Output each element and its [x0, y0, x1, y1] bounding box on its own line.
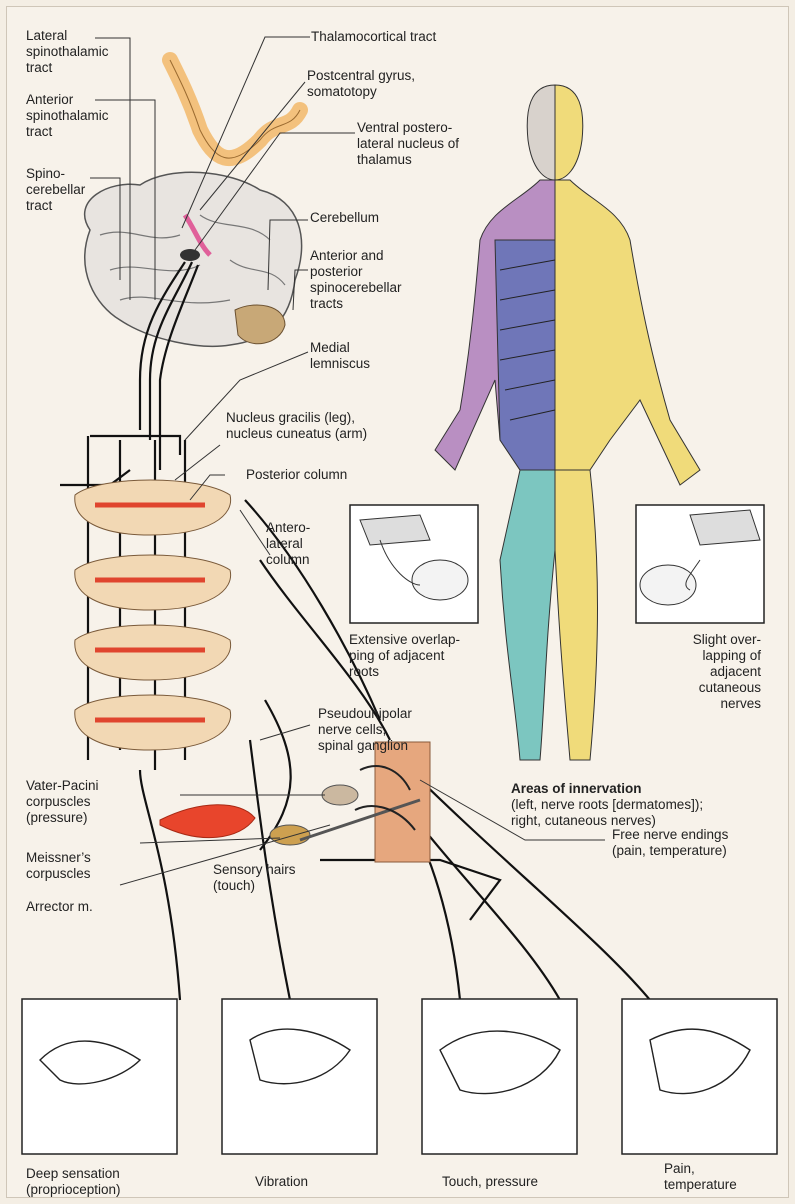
label-medial-lemniscus: Medial lemniscus: [310, 340, 370, 372]
cord-segment-1: [75, 480, 231, 535]
inset-dermatome-box: [350, 505, 478, 623]
label-areas-of-innervation-subtitle: (left, nerve roots [dermatomes]); right,…: [511, 797, 703, 829]
label-anterior-spinothalamic-tract: Anterior spinothalamic tract: [26, 92, 109, 140]
label-anterior-posterior-spinocerebellar-tracts: Anterior and posterior spinocerebellar t…: [310, 248, 402, 312]
label-free-nerve-endings: Free nerve endings (pain, temperature): [612, 827, 728, 859]
body-figure: [435, 85, 700, 760]
label-meissners-corpuscles: Meissner’s corpuscles: [26, 850, 91, 882]
label-vater-pacini-corpuscles: Vater-Pacini corpuscles (pressure): [26, 778, 99, 826]
inset-cutaneous-box: [636, 505, 764, 623]
label-cerebellum: Cerebellum: [310, 210, 379, 226]
label-posterior-column: Posterior column: [246, 467, 347, 483]
spinal-cord-segments: [75, 480, 231, 750]
caption-deep-sensation: Deep sensation (proprioception): [26, 1166, 121, 1198]
muscle: [160, 805, 255, 838]
label-lateral-spinothalamic-tract: Lateral spinothalamic tract: [26, 28, 109, 76]
label-ventral-posterolateral-nucleus: Ventral postero- lateral nucleus of thal…: [357, 120, 459, 168]
label-postcentral-gyrus: Postcentral gyrus, somatotopy: [307, 68, 415, 100]
label-arrector-muscle: Arrector m.: [26, 899, 93, 915]
caption-vibration: Vibration: [255, 1174, 308, 1190]
label-thalamocortical-tract: Thalamocortical tract: [311, 29, 436, 45]
caption-pain-temperature: Pain, temperature: [664, 1161, 737, 1193]
label-spinocerebellar-tract: Spino- cerebellar tract: [26, 166, 85, 214]
label-sensory-hairs: Sensory hairs (touch): [213, 862, 296, 894]
label-extensive-overlapping: Extensive overlap- ping of adjacent root…: [349, 632, 460, 680]
label-pseudounipolar-nerve-cells: Pseudounipolar nerve cells, spinal gangl…: [318, 706, 412, 754]
label-areas-of-innervation-title: Areas of innervation: [511, 781, 642, 797]
skin-section: [270, 742, 430, 862]
label-slight-overlapping: Slight over- lapping of adjacent cutaneo…: [693, 632, 761, 712]
cord-segment-3: [75, 625, 231, 680]
caption-touch-pressure: Touch, pressure: [442, 1174, 538, 1190]
label-anterolateral-column: Antero- lateral column: [266, 520, 310, 568]
cord-segment-2: [75, 555, 231, 610]
bottom-panels: [22, 999, 777, 1154]
label-nucleus-gracilis-cuneatus: Nucleus gracilis (leg), nucleus cuneatus…: [226, 410, 367, 442]
cord-segment-4: [75, 695, 231, 750]
